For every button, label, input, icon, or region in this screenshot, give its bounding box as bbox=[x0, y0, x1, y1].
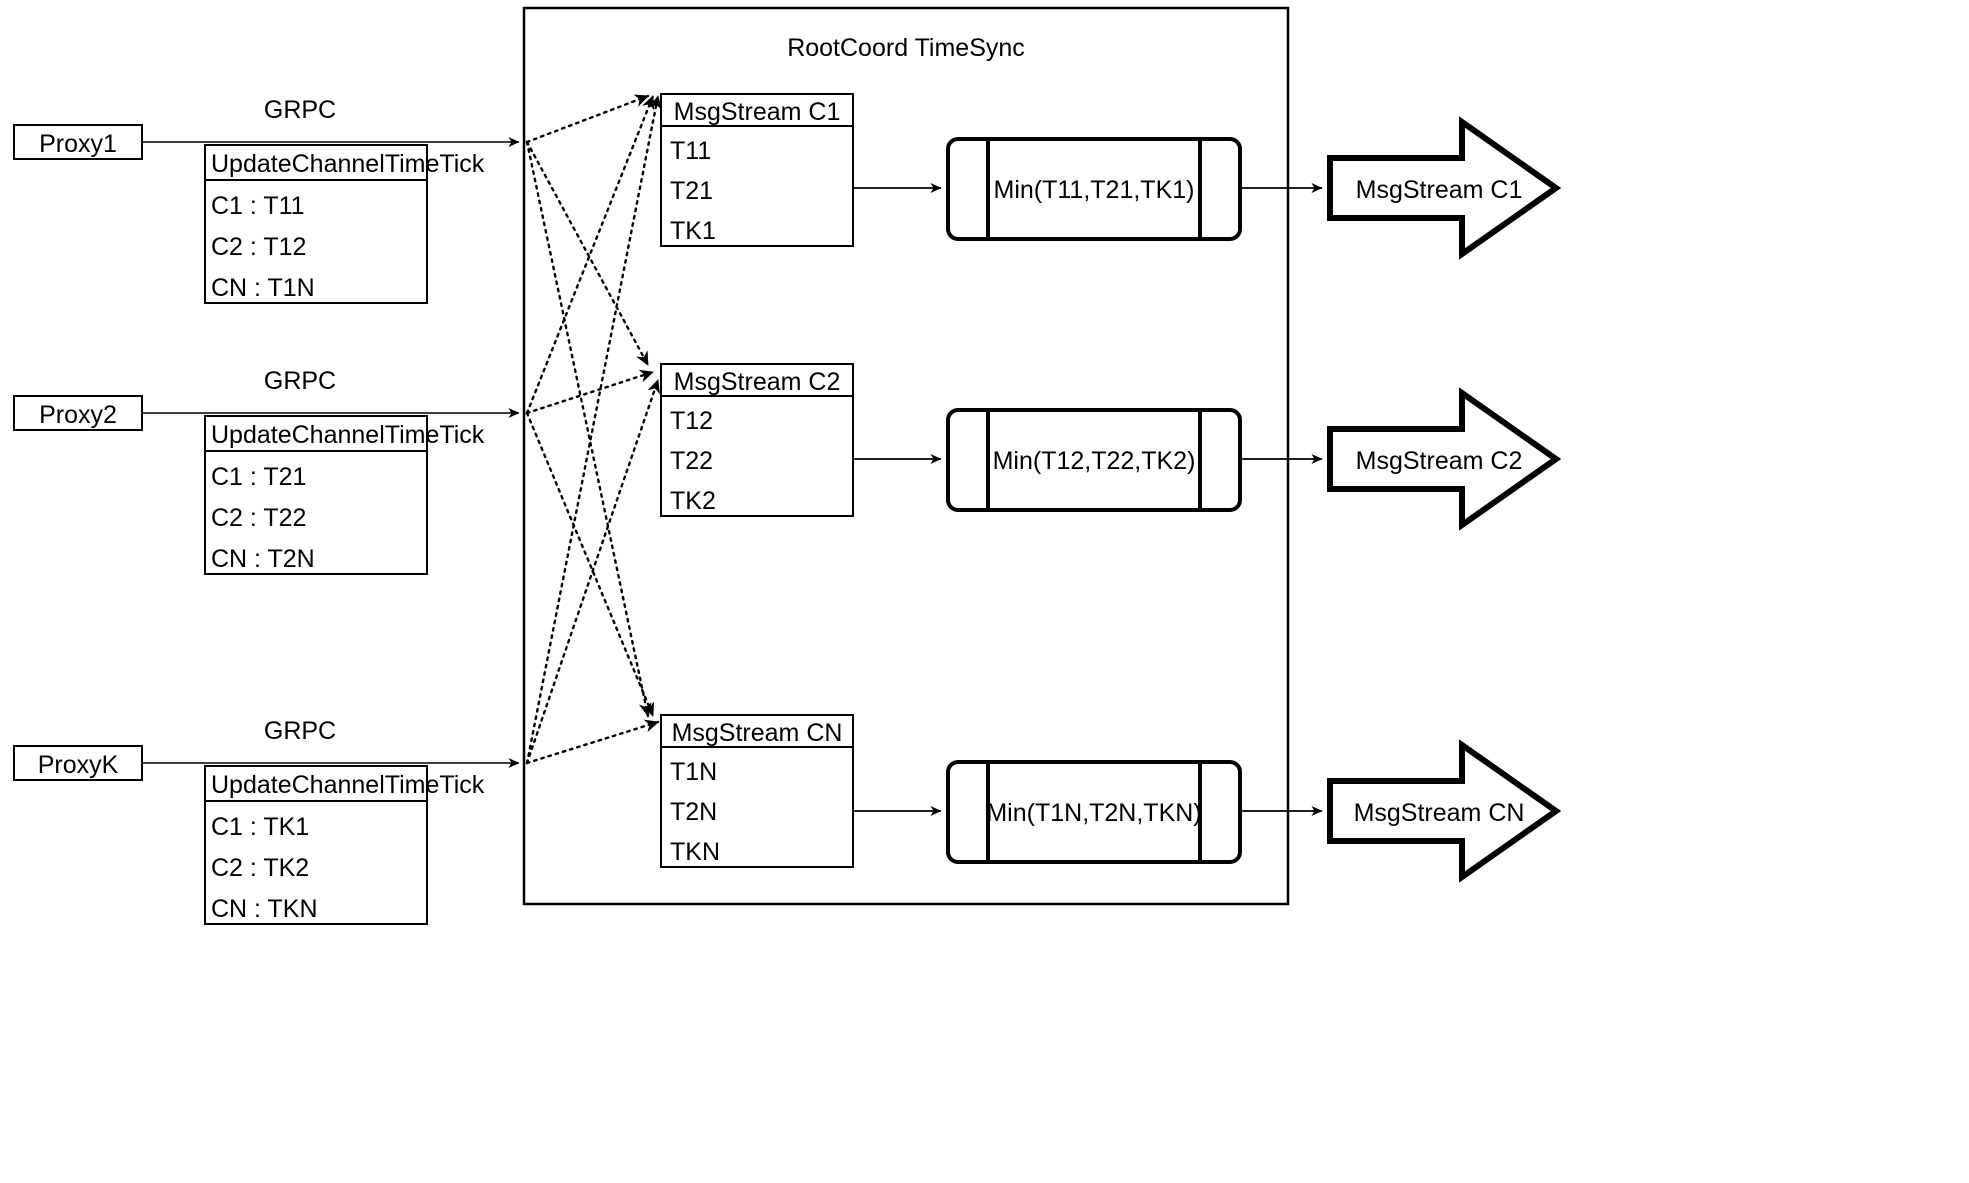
output-block-arrow-2[interactable] bbox=[1327, 387, 1562, 531]
output-block-arrow-1[interactable] bbox=[1327, 116, 1562, 260]
dotted-a-to-c1 bbox=[525, 94, 650, 144]
timetick-box-2 bbox=[204, 415, 428, 575]
timetick-row-1-0: C1 : T11 bbox=[211, 192, 305, 220]
msgstream-row-3-1: T2N bbox=[670, 798, 718, 826]
timetick-header-2: UpdateChannelTimeTick bbox=[211, 421, 485, 449]
output-block-arrow-3[interactable] bbox=[1327, 739, 1562, 883]
msgstream-row-1-1: T21 bbox=[670, 177, 714, 205]
min-label-1: Min(T11,T21,TK1) bbox=[993, 176, 1195, 204]
msgstream-header-1: MsgStream C1 bbox=[673, 98, 841, 126]
grpc-label-1: GRPC bbox=[263, 96, 337, 124]
msgstream-header-3: MsgStream CN bbox=[671, 719, 843, 747]
timetick-header-3: UpdateChannelTimeTick bbox=[211, 771, 485, 799]
dotted-a-to-cn bbox=[525, 140, 652, 718]
proxy-box-1[interactable] bbox=[13, 124, 143, 160]
msgstream-header-2: MsgStream C2 bbox=[673, 368, 841, 396]
proxy-label-2: Proxy2 bbox=[39, 401, 117, 429]
dotted-b-to-c1 bbox=[525, 94, 655, 415]
msgstream-row-2-2: TK2 bbox=[670, 487, 716, 515]
timetick-row-2-2: CN : T2N bbox=[211, 545, 315, 573]
timetick-row-3-2: CN : TKN bbox=[211, 895, 318, 923]
proxy-label-1: Proxy1 bbox=[39, 130, 117, 158]
msgstream-row-1-2: TK1 bbox=[670, 217, 716, 245]
rootcoord-container bbox=[522, 6, 1290, 906]
msgstream-box-1 bbox=[660, 93, 854, 247]
grpc-label-3: GRPC bbox=[263, 717, 337, 745]
timetick-row-1-1: C2 : T12 bbox=[211, 233, 307, 261]
min-box-2 bbox=[946, 408, 1242, 512]
dotted-c-to-c2 bbox=[525, 378, 660, 765]
timetick-header-1: UpdateChannelTimeTick bbox=[211, 150, 485, 178]
dotted-b-to-c2 bbox=[525, 369, 655, 415]
timetick-row-1-2: CN : T1N bbox=[211, 274, 315, 302]
output-label-3: MsgStream CN bbox=[1353, 799, 1525, 827]
container-title: RootCoord TimeSync bbox=[787, 34, 1025, 62]
dotted-a-to-c2 bbox=[525, 140, 650, 367]
grpc-label-2: GRPC bbox=[263, 367, 337, 395]
min-label-2: Min(T12,T22,TK2) bbox=[992, 447, 1196, 475]
timetick-box-1 bbox=[204, 144, 428, 304]
min-box-3 bbox=[946, 760, 1242, 864]
timetick-row-3-0: C1 : TK1 bbox=[211, 813, 310, 841]
msgstream-box-2 bbox=[660, 363, 854, 517]
dotted-c-to-cn bbox=[525, 719, 660, 765]
msgstream-box-3 bbox=[660, 714, 854, 868]
timetick-row-2-0: C1 : T21 bbox=[211, 463, 307, 491]
min-label-3: Min(T1N,T2N,TKN) bbox=[986, 799, 1202, 827]
msgstream-row-1-0: T11 bbox=[670, 137, 712, 165]
timetick-box-3 bbox=[204, 765, 428, 925]
proxy-label-3: ProxyK bbox=[37, 751, 119, 779]
timetick-row-3-1: C2 : TK2 bbox=[211, 854, 310, 882]
proxy-box-2[interactable] bbox=[13, 395, 143, 431]
dotted-b-to-cn bbox=[525, 411, 655, 718]
timetick-row-2-1: C2 : T22 bbox=[211, 504, 307, 532]
output-label-2: MsgStream C2 bbox=[1355, 447, 1523, 475]
msgstream-row-2-1: T22 bbox=[670, 447, 714, 475]
msgstream-row-3-2: TKN bbox=[670, 838, 720, 866]
msgstream-row-3-0: T1N bbox=[670, 758, 718, 786]
dotted-c-to-c1 bbox=[525, 94, 662, 765]
output-label-1: MsgStream C1 bbox=[1355, 176, 1523, 204]
min-box-1 bbox=[946, 137, 1242, 241]
msgstream-row-2-0: T12 bbox=[670, 407, 714, 435]
